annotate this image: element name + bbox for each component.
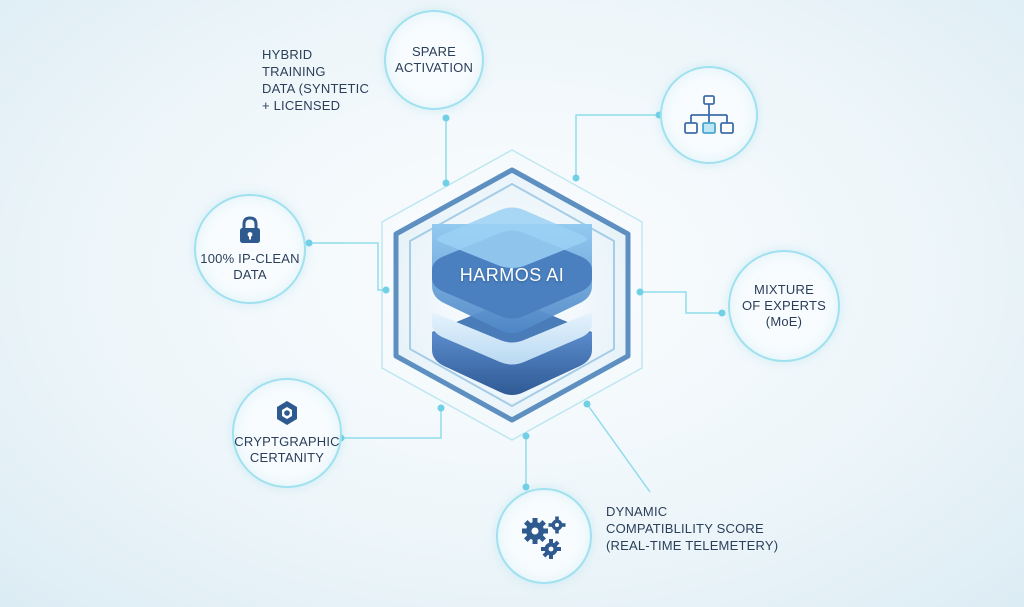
gears-icon [522,516,566,559]
node-mixture-of-experts: MIXTURE OF EXPERTS (MoE) [728,250,840,362]
layer-middle [432,312,592,365]
lock-icon [240,216,260,243]
connector-ip-clean [309,242,386,291]
node-gears [496,488,592,584]
node-ip-clean-label: 100% IP-CLEAN DATA [200,251,300,282]
layer-top-highlight [437,207,587,268]
dot [572,174,580,182]
connectors [309,114,722,493]
connector-dynamic [586,403,651,493]
node-cryptographic: CRYPTGRAPHIC CERTANITY [232,378,342,488]
dot [305,239,313,247]
dot [382,286,390,294]
connector-hierarchy [575,114,659,178]
center-title: HARMOS AI [459,264,565,285]
label-hybrid-training: HYBRID TRAINING DATA (SYNTETIC + LICENSE… [262,47,370,113]
node-hierarchy [660,66,758,164]
label-dynamic-score: DYNAMIC COMPATIBLILITY SCORE (REAL-TIME … [606,504,779,553]
node-spare-activation-label: SPARE ACTIVATION [394,44,474,75]
dot [442,114,450,122]
hierarchy-icon [684,95,734,134]
dot [522,483,530,491]
dot [636,288,644,296]
node-ip-clean: 100% IP-CLEAN DATA [194,194,306,304]
node-spare-activation: SPARE ACTIVATION [384,10,484,110]
outer-hexagon [381,149,643,441]
connector-moe [640,291,722,314]
connector-crypto [341,408,442,439]
dot [718,309,726,317]
dot [437,404,445,412]
dot [583,400,591,408]
shield-icon [277,401,297,425]
dot [442,179,450,187]
inner-hexagon [409,183,615,407]
dot [522,432,530,440]
node-mixture-of-experts-label: MIXTURE OF EXPERTS (MoE) [741,282,827,329]
node-cryptographic-label: CRYPTGRAPHIC CERTANITY [234,434,340,465]
